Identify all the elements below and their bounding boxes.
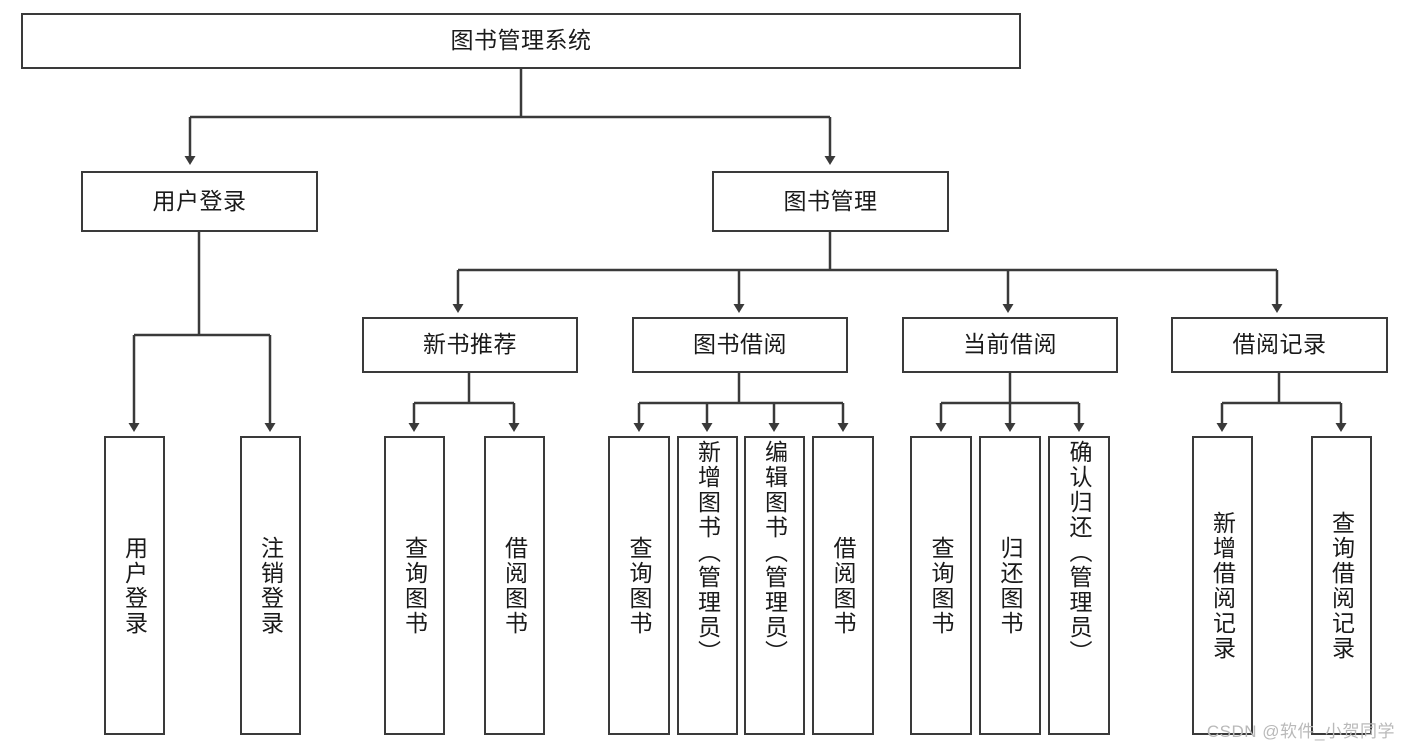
node-new-book-recommend[interactable]: 新书推荐 bbox=[362, 317, 578, 373]
leaf-user-login-logout[interactable]: 注销登录 bbox=[240, 436, 301, 735]
leaf-borrow-edit-book-admin[interactable]: 编辑图书（管理员） bbox=[744, 436, 805, 735]
leaf-current-query-book[interactable]: 查询图书 bbox=[910, 436, 972, 735]
node-root[interactable]: 图书管理系统 bbox=[21, 13, 1021, 69]
node-book-borrow[interactable]: 图书借阅 bbox=[632, 317, 848, 373]
leaf-current-confirm-return-admin[interactable]: 确认归还（管理员） bbox=[1048, 436, 1110, 735]
node-current-borrow[interactable]: 当前借阅 bbox=[902, 317, 1118, 373]
leaf-current-return-book[interactable]: 归还图书 bbox=[979, 436, 1041, 735]
leaf-user-login-login[interactable]: 用户登录 bbox=[104, 436, 165, 735]
leaf-borrow-add-book-admin[interactable]: 新增图书（管理员） bbox=[677, 436, 738, 735]
leaf-borrow-borrow-book[interactable]: 借阅图书 bbox=[812, 436, 874, 735]
node-user-login[interactable]: 用户登录 bbox=[81, 171, 318, 232]
node-borrow-record[interactable]: 借阅记录 bbox=[1171, 317, 1388, 373]
leaf-new-book-query[interactable]: 查询图书 bbox=[384, 436, 445, 735]
leaf-record-query-record[interactable]: 查询借阅记录 bbox=[1311, 436, 1372, 735]
watermark: CSDN @软件_小贺同学 bbox=[1206, 722, 1395, 741]
leaf-borrow-query-book[interactable]: 查询图书 bbox=[608, 436, 670, 735]
leaf-new-book-borrow[interactable]: 借阅图书 bbox=[484, 436, 545, 735]
node-book-management[interactable]: 图书管理 bbox=[712, 171, 949, 232]
leaf-record-add-record[interactable]: 新增借阅记录 bbox=[1192, 436, 1253, 735]
